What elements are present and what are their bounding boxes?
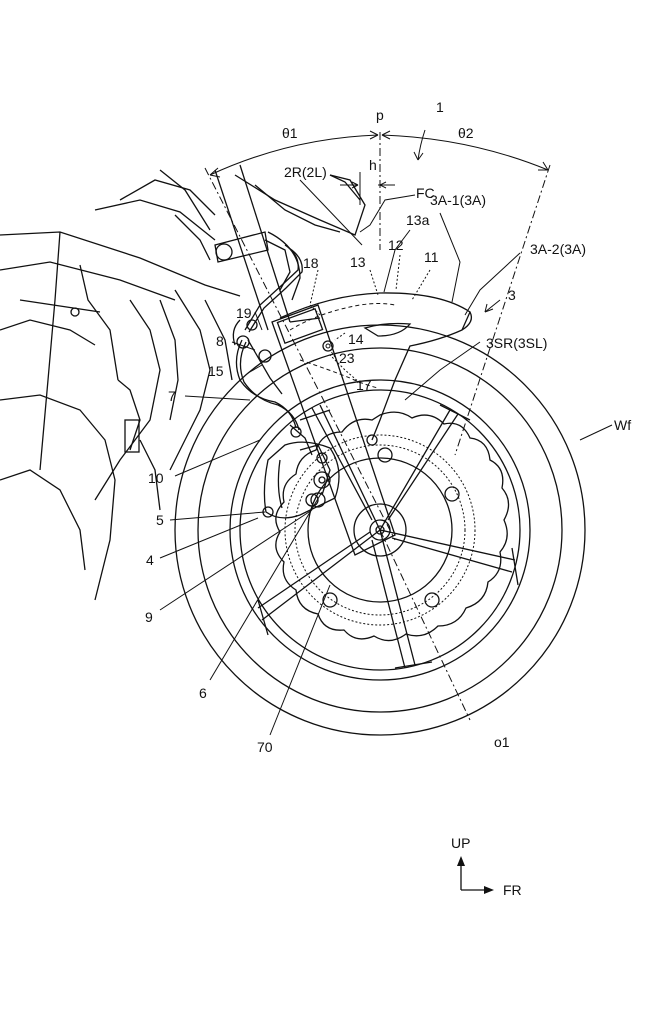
label-ref-9: 9	[145, 609, 153, 625]
label-FC: FC	[416, 185, 435, 201]
label-ref-3A1: 3A-1(3A)	[430, 192, 486, 208]
label-ref-15: 15	[208, 363, 224, 379]
motorcycle-body	[0, 169, 241, 601]
label-h: h	[369, 157, 377, 173]
front-fender	[279, 292, 473, 441]
label-ref-11: 11	[424, 249, 439, 265]
label-ref-6: 6	[199, 685, 207, 701]
brake-caliper	[262, 424, 340, 519]
reference-lines	[204, 130, 551, 721]
label-ref-2R: 2R(2L)	[284, 164, 327, 180]
label-p: p	[376, 107, 384, 123]
label-FR: FR	[503, 882, 522, 898]
label-ref-3SR: 3SR(3SL)	[486, 335, 547, 351]
label-ref-13: 13	[350, 254, 366, 270]
brake-hoses	[232, 244, 303, 431]
label-ref-23: 23	[339, 350, 355, 366]
label-ref-70: 70	[257, 739, 273, 755]
label-ref-4: 4	[146, 552, 154, 568]
label-ref-19: 19	[236, 305, 252, 321]
label-ref-10: 10	[148, 470, 164, 486]
label-theta2: θ2	[458, 125, 474, 141]
label-ref-3A2: 3A-2(3A)	[530, 241, 586, 257]
label-ref-18: 18	[303, 255, 319, 271]
label-ref-7: 7	[168, 388, 176, 404]
reference-labels: 1 p θ1 θ2 h 2R(2L) FC 13a 3A-1(3A) 12 13…	[145, 99, 631, 898]
leader-lines	[159, 129, 613, 736]
label-Wf: Wf	[614, 417, 631, 433]
direction-indicator	[457, 856, 494, 894]
label-ref-3: 3	[508, 287, 516, 303]
label-ref-14: 14	[348, 331, 364, 347]
front-cowl	[234, 174, 366, 236]
label-ref-12: 12	[388, 237, 404, 253]
label-ref-5: 5	[156, 512, 164, 528]
label-ref-8: 8	[216, 333, 224, 349]
front-fork	[214, 164, 396, 556]
brake-disc	[275, 411, 510, 642]
label-theta1: θ1	[282, 125, 298, 141]
label-UP: UP	[451, 835, 470, 851]
label-o1: o1	[494, 734, 510, 750]
label-ref-1: 1	[436, 99, 444, 115]
label-ref-17: 17	[356, 377, 372, 393]
label-ref-13a: 13a	[406, 212, 430, 228]
